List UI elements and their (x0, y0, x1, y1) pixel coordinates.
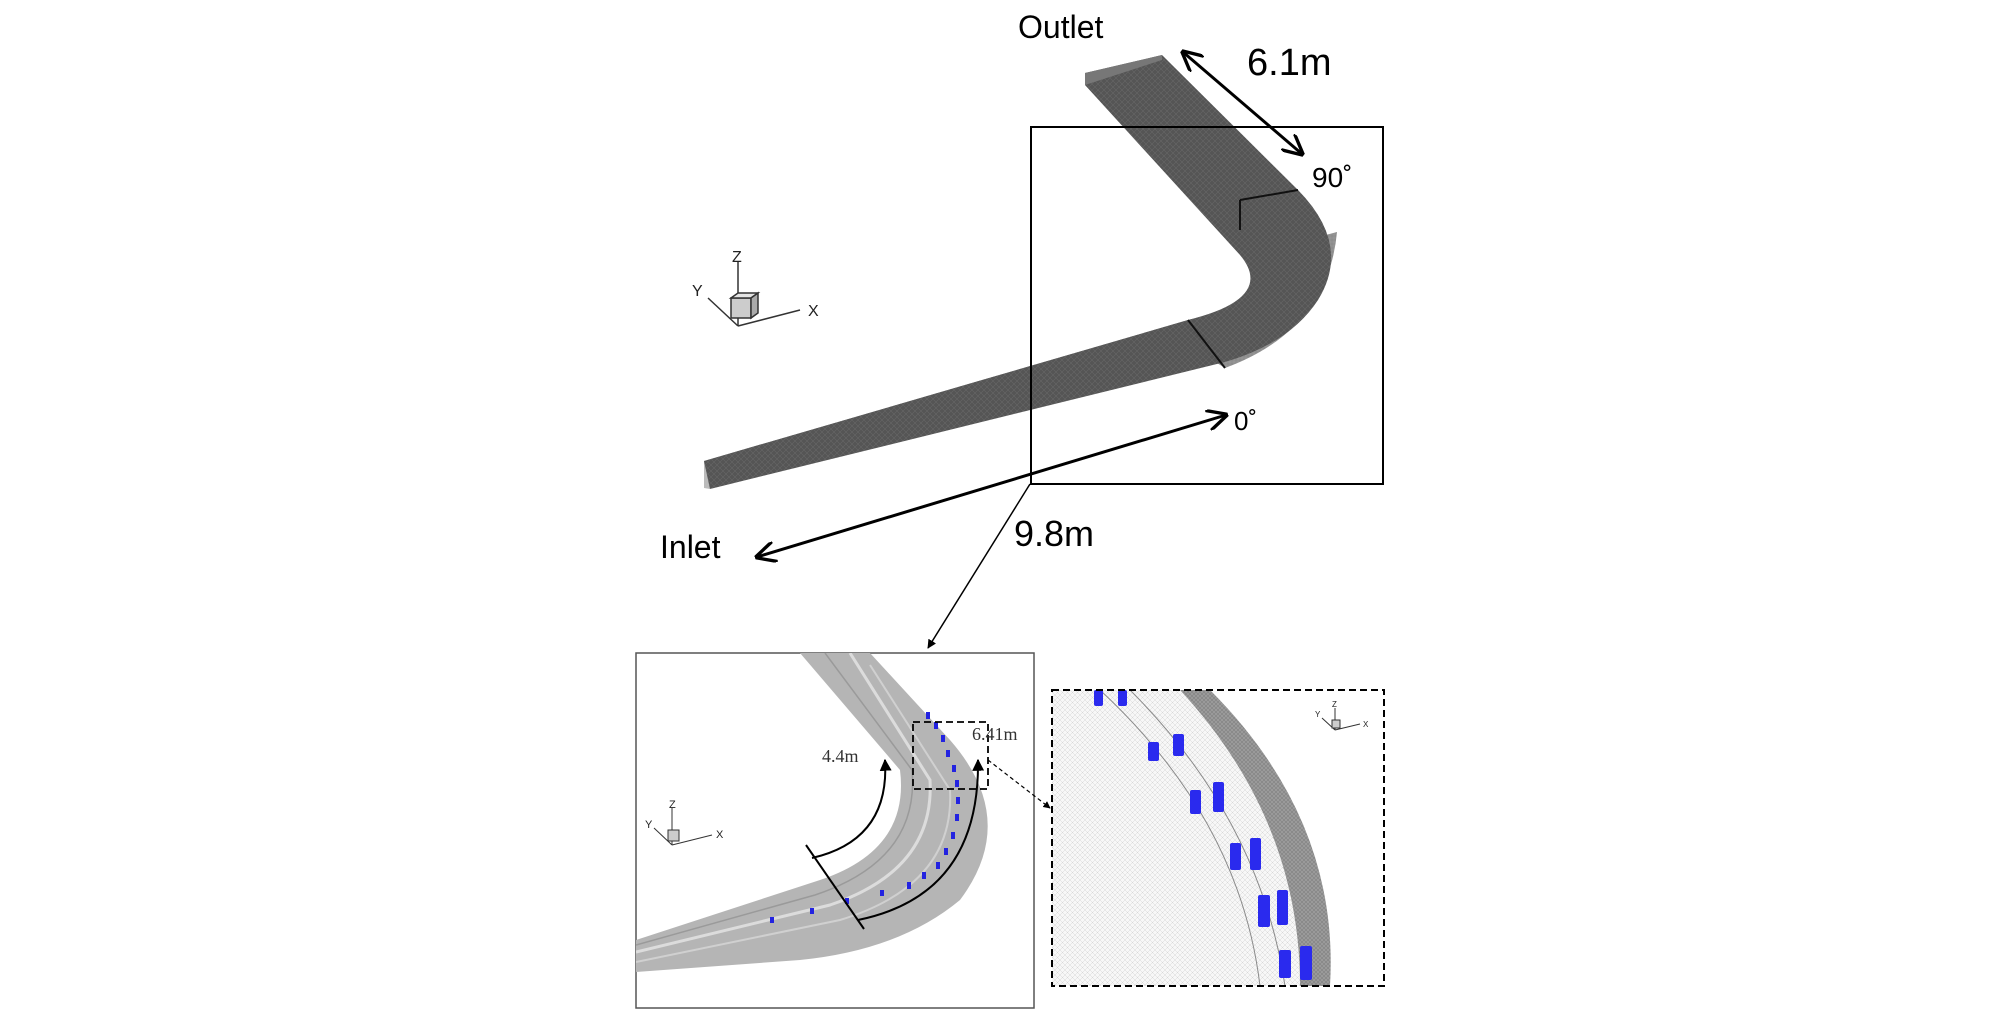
outer-arc-label: 6.41m (972, 724, 1018, 744)
zoom-axis-x: X (716, 829, 724, 841)
detail-axis-x: X (1363, 720, 1369, 729)
detail-axis-y: Y (1315, 710, 1321, 719)
angle-0-label: 0˚ (1234, 406, 1257, 436)
detail-panel: Z X Y (1051, 689, 1385, 987)
inlet-length-arrow (757, 415, 1226, 557)
axis-x-label: X (808, 303, 819, 320)
detail-axis-z: Z (1332, 700, 1337, 709)
inner-arc-label: 4.4m (822, 746, 859, 766)
axis-y-label: Y (692, 283, 703, 300)
axis-triad-detail (1321, 708, 1361, 731)
channel-top-face (704, 55, 1332, 489)
detail-blocks (1094, 690, 1312, 980)
zoom-axis-y: Y (645, 819, 653, 831)
outlet-length-arrow (1183, 52, 1302, 154)
outlet-length-label: 6.1m (1247, 42, 1331, 84)
zoom-target-box (912, 721, 989, 790)
outlet-label: Outlet (1018, 9, 1103, 45)
zoom-connector-arrow (927, 483, 1031, 649)
detail-mesh-band (1052, 690, 1331, 986)
inlet-length-label: 9.8m (1014, 513, 1094, 554)
outlet-end-face (1085, 55, 1162, 85)
inlet-label: Inlet (660, 529, 721, 565)
axis-triad-zoom (653, 808, 713, 846)
section-line-90 (1239, 189, 1299, 201)
section-line-0 (1187, 319, 1226, 369)
zoom-panel: 4.4m 6.41m Z X Y (635, 652, 1035, 1009)
zoom-blocks (770, 712, 960, 923)
axis-z-label: Z (732, 249, 742, 266)
detail-connector-arrow (987, 759, 1051, 809)
angle-90-label: 90˚ (1312, 162, 1352, 193)
zoom-axis-z: Z (669, 799, 676, 811)
axis-triad-top (707, 262, 801, 327)
